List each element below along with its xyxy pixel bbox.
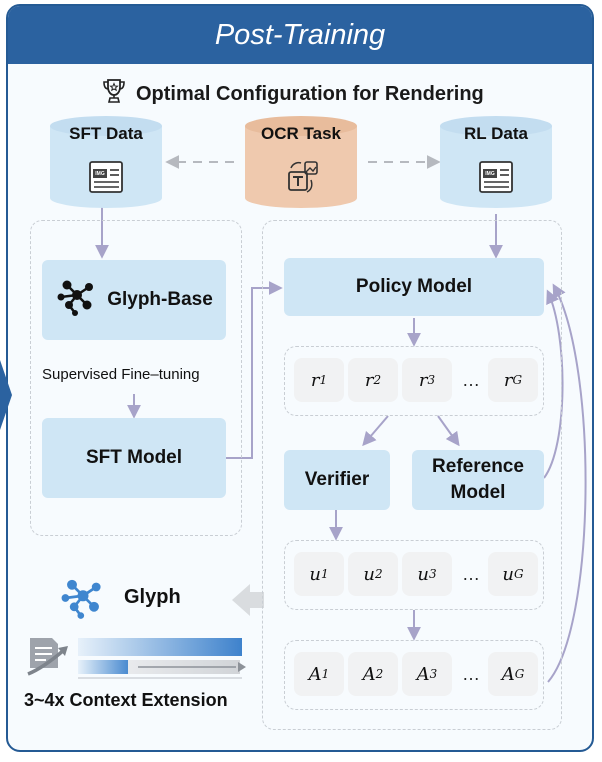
advantages-row-group (284, 640, 544, 710)
trophy-icon (100, 77, 128, 111)
ellipsis: … (462, 563, 480, 584)
rl-to-glyph-arrow (232, 584, 264, 616)
policy-model-label: Policy Model (355, 276, 473, 297)
previous-stage-arrow (0, 360, 12, 430)
context-extension-caption: 3~4x Context Extension (24, 690, 228, 710)
reference-to-policy-arrow (543, 289, 564, 479)
context-extension-bars (78, 638, 246, 679)
sft-data-source: SFT Data IMG (50, 116, 162, 208)
ellipsis: … (462, 663, 480, 684)
glyph-base-label: Glyph-Base (107, 289, 213, 310)
sft-data-label: SFT Data (69, 124, 143, 143)
img-tag: IMG (95, 171, 105, 177)
policy-model-box: Policy Model (284, 258, 544, 316)
panel-title: Post-Training (214, 18, 386, 51)
rewards-to-verifier-arrow (362, 415, 389, 447)
sftmodel-to-policy-arrow (226, 281, 283, 459)
reference-model-label: Model (450, 482, 506, 503)
rewards-row-group (284, 346, 544, 416)
advantages-to-policy-arrow (547, 283, 587, 683)
glyph-base-box: Glyph-Base (42, 260, 226, 340)
verifier-box: Verifier (284, 450, 390, 510)
glyph-logo-icon (58, 576, 108, 625)
post-training-panel: Post-Training Optimal Configuration for … (6, 4, 594, 752)
document-icon: IMG (88, 160, 124, 199)
context-growth-icon (24, 634, 72, 683)
document-icon: IMG (478, 160, 514, 199)
rewards-to-reference-arrow (437, 415, 460, 447)
ocr-task-label: OCR Task (261, 124, 341, 143)
ocr-task-source: OCR Task (245, 116, 357, 208)
reference-model-box: Reference Model (412, 450, 544, 510)
ellipsis: … (462, 369, 480, 390)
scores-row-group (284, 540, 544, 610)
glyph-model-name: Glyph (124, 586, 181, 608)
sft-stage-group (30, 220, 242, 536)
img-tag: IMG (485, 171, 495, 177)
connections-layer (95, 155, 587, 683)
sft-model-label: SFT Model (85, 447, 183, 468)
original-context-bar (78, 660, 128, 674)
subtitle-text: Optimal Configuration for Rendering (136, 82, 484, 105)
reference-model-label: Reference (432, 456, 524, 477)
rl-data-source: RL Data IMG (440, 116, 552, 208)
glyph-logo-icon (55, 277, 99, 323)
ocr-icon (283, 158, 321, 201)
sft-model-box: SFT Model (42, 418, 226, 498)
subtitle-row: Optimal Configuration for Rendering (100, 78, 484, 110)
sft-step-label: Supervised Fine–tuning (42, 366, 200, 383)
extended-context-bar (78, 638, 242, 656)
verifier-label: Verifier (304, 469, 370, 490)
rl-stage-group (262, 220, 562, 730)
panel-header: Post-Training (8, 6, 592, 64)
rl-data-label: RL Data (464, 124, 528, 143)
